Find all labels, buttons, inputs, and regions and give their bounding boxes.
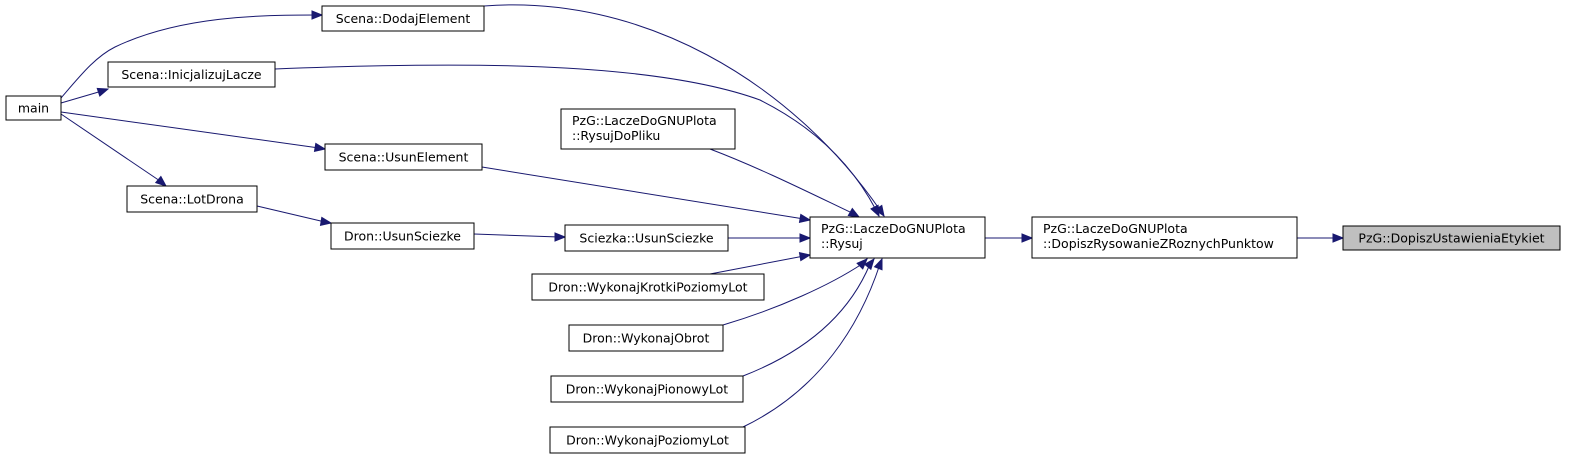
edge-line — [60, 113, 161, 182]
node-label: PzG::LaczeDoGNUPlota — [572, 113, 717, 128]
node-box — [1031, 216, 1298, 259]
arrowhead — [873, 257, 883, 271]
arrowhead — [870, 204, 880, 218]
node-box — [809, 216, 986, 259]
node-box — [330, 222, 475, 250]
node-rysplik[interactable]: PzG::LaczeDoGNUPlota::RysujDoPliku — [560, 108, 736, 150]
node-lot[interactable]: Scena::LotDrona — [126, 185, 258, 213]
arrowhead — [798, 213, 812, 223]
arrowhead — [1332, 233, 1345, 243]
arrowhead — [863, 257, 875, 271]
node-usunel[interactable]: Scena::UsunElement — [324, 143, 483, 171]
edge-line — [481, 166, 805, 220]
arrowhead — [154, 175, 168, 187]
node-label: Sciezka::UsunSciezke — [579, 231, 713, 246]
node-label: Scena::UsunElement — [339, 150, 469, 165]
node-rysuj[interactable]: PzG::LaczeDoGNUPlota::Rysuj — [809, 216, 986, 259]
arrowhead — [96, 87, 110, 97]
node-dodaj[interactable]: Scena::DodajElement — [321, 5, 485, 32]
edge-inic-to-rysuj — [274, 64, 880, 218]
node-label: Dron::WykonajKrotkiPoziomyLot — [548, 280, 747, 295]
node-poz[interactable]: Dron::WykonajPoziomyLot — [549, 426, 746, 454]
edge-poz-to-rysuj — [742, 257, 883, 428]
arrowhead — [313, 142, 327, 152]
edge-susun-to-rysuj — [728, 233, 812, 243]
node-box — [531, 273, 765, 301]
node-label: ::RysujDoPliku — [572, 128, 660, 143]
edge-line — [742, 263, 871, 377]
edge-line — [722, 263, 863, 326]
edge-dusun-to-susun — [473, 232, 567, 242]
arrowhead — [1021, 233, 1034, 243]
node-label: PzG::LaczeDoGNUPlota — [821, 221, 966, 236]
edge-line — [709, 255, 805, 275]
edge-krot-to-rysuj — [709, 252, 812, 275]
node-inic[interactable]: Scena::InicjalizujLacze — [107, 61, 276, 88]
nodes-layer: main Scena::DodajElementScena::Inicjalizu… — [5, 5, 1561, 454]
node-box — [550, 375, 744, 403]
node-label: Dron::WykonajObrot — [583, 331, 710, 346]
edge-main-to-inic — [60, 87, 110, 104]
node-box — [324, 143, 483, 171]
arrowhead — [798, 252, 812, 262]
node-label: PzG::DopiszUstawieniaEtykiet — [1358, 231, 1544, 246]
edge-dopisz-to-ustaw — [1297, 233, 1345, 243]
edge-line — [742, 263, 881, 428]
node-box — [560, 108, 736, 150]
node-box — [568, 324, 724, 352]
edge-main-to-lot — [60, 113, 168, 187]
edge-usunel-to-rysuj — [481, 166, 812, 223]
arrowhead — [554, 232, 567, 242]
edge-line — [274, 64, 877, 211]
node-label: PzG::LaczeDoGNUPlota — [1043, 221, 1188, 236]
arrowhead — [319, 216, 333, 226]
node-box — [126, 185, 258, 213]
arrowhead — [799, 233, 812, 243]
node-label: Dron::UsunSciezke — [344, 229, 461, 244]
node-pion[interactable]: Dron::WykonajPionowyLot — [550, 375, 744, 403]
edges-layer — [60, 4, 1345, 428]
node-label: Dron::WykonajPionowyLot — [566, 382, 728, 397]
edge-main-to-usunel — [60, 111, 327, 152]
node-dopisz[interactable]: PzG::LaczeDoGNUPlota::DopiszRysowanieZRo… — [1031, 216, 1298, 259]
node-box — [5, 95, 62, 121]
node-label: main — [18, 101, 49, 116]
node-box — [107, 61, 276, 88]
node-ustaw[interactable]: PzG::DopiszUstawieniaEtykiet — [1342, 225, 1561, 251]
edge-line — [60, 90, 103, 104]
node-box — [564, 224, 729, 252]
node-main[interactable]: main — [5, 95, 62, 121]
node-label: Scena::InicjalizujLacze — [121, 67, 262, 82]
edge-line — [60, 111, 320, 149]
node-label: Dron::WykonajPoziomyLot — [566, 433, 729, 448]
node-label: ::Rysuj — [821, 236, 863, 251]
edge-lot-to-dusun — [256, 205, 333, 226]
edge-line — [483, 4, 881, 211]
edge-main-to-dodaj — [60, 10, 324, 99]
edge-rysplik-to-rysuj — [709, 148, 861, 218]
node-obrot[interactable]: Dron::WykonajObrot — [568, 324, 724, 352]
node-box — [321, 5, 485, 32]
node-box — [1342, 225, 1561, 251]
edge-line — [256, 205, 326, 223]
node-label: ::DopiszRysowanieZRoznychPunktow — [1043, 236, 1274, 251]
edge-line — [473, 233, 560, 238]
node-label: Scena::DodajElement — [336, 11, 471, 26]
node-krot[interactable]: Dron::WykonajKrotkiPoziomyLot — [531, 273, 765, 301]
node-box — [549, 426, 746, 454]
edge-rysuj-to-dopisz — [985, 233, 1034, 243]
arrowhead — [311, 10, 324, 20]
node-dusun[interactable]: Dron::UsunSciezke — [330, 222, 475, 250]
edge-line — [709, 148, 853, 214]
arrowhead — [847, 207, 861, 218]
node-label: Scena::LotDrona — [140, 192, 244, 207]
node-susun[interactable]: Sciezka::UsunSciezke — [564, 224, 729, 252]
edge-line — [60, 14, 317, 99]
edge-pion-to-rysuj — [742, 257, 875, 377]
